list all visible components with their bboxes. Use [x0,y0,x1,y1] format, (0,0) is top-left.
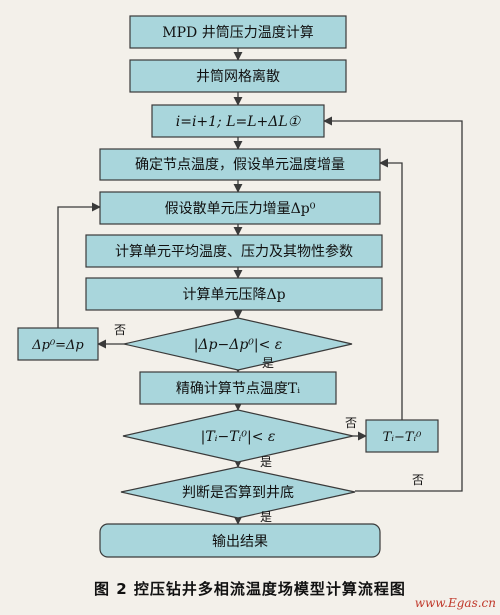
assume-pressure-label: 假设散单元压力增量Δp⁰ [165,201,316,217]
flow-connectors [57,48,463,525]
bottom-no-label: 否 [412,473,424,487]
watermark: www.Egas.cn [414,596,496,610]
check-temp-diamond: |Tᵢ−Tᵢ⁰|< ε [122,409,354,463]
increment-label: i=i+1; L=L+ΔL① [176,114,302,130]
mesh-label: 井筒网格离散 [196,68,280,85]
reset-pressure-label: Δp⁰=Δp [31,338,84,353]
precise-temp-label: 精确计算节点温度Tᵢ [176,381,300,397]
reset-temp-box: Tᵢ−Tᵢ⁰ [365,419,439,453]
start-box: MPD 井筒压力温度计算 [129,15,347,49]
pressure-no-label: 否 [114,323,126,337]
increment-box: i=i+1; L=L+ΔL① [151,104,325,138]
temp-no-label: 否 [345,416,357,430]
check-temp-label: |Tᵢ−Tᵢ⁰|< ε [201,429,276,445]
assume-pressure-box: 假设散单元压力增量Δp⁰ [99,191,381,225]
avg-props-box: 计算单元平均温度、压力及其物性参数 [85,234,383,268]
bottom-yes-label: 是 [260,510,272,524]
pressure-drop-box: 计算单元压降Δp [85,277,383,311]
output-label: 输出结果 [212,534,268,550]
reset-pressure-box: Δp⁰=Δp [17,327,99,361]
check-pressure-label: |Δp−Δp⁰|< ε [194,337,283,353]
temp-yes-label: 是 [260,455,272,469]
node-temp-box: 确定节点温度，假设单元温度增量 [99,148,381,181]
start-label: MPD 井筒压力温度计算 [162,24,313,41]
node-temp-label: 确定节点温度，假设单元温度增量 [135,157,345,173]
mesh-box: 井筒网格离散 [129,59,347,93]
figure-caption: 图 2 控压钻井多相流温度场模型计算流程图 [94,580,406,598]
check-bottom-diamond: 判断是否算到井底 [120,466,356,519]
pressure-drop-label: 计算单元压降Δp [182,287,285,303]
check-bottom-label: 判断是否算到井底 [182,485,294,501]
avg-props-label: 计算单元平均温度、压力及其物性参数 [115,243,353,260]
check-pressure-diamond: |Δp−Δp⁰|< ε [123,317,353,371]
pressure-yes-label: 是 [262,356,274,370]
reset-temp-label: Tᵢ−Tᵢ⁰ [383,430,422,445]
precise-temp-box: 精确计算节点温度Tᵢ [139,371,337,405]
output-box: 输出结果 [99,523,381,558]
